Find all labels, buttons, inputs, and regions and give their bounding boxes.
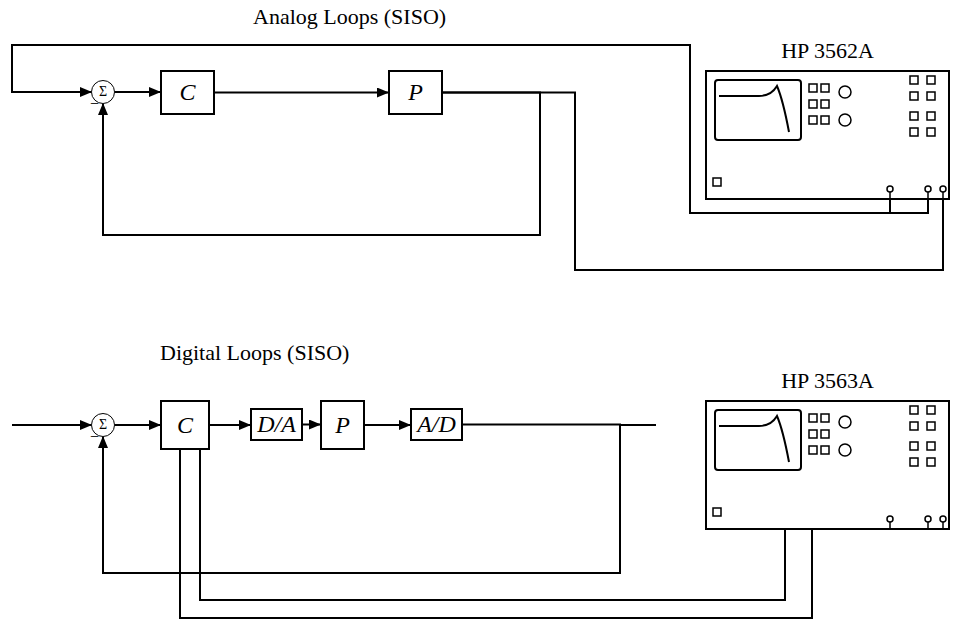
terminal-stub [889,522,891,530]
terminal-stub [889,192,891,200]
terminal-stub [942,192,944,200]
block-box: P [388,70,443,115]
block-label: C [179,79,195,106]
block-label: P [335,412,350,439]
screen-trace [719,86,789,132]
block-box: C [160,400,210,450]
analyzer-key [821,414,829,422]
analyzer-key [809,414,817,422]
analyzer-body [705,400,950,530]
block-label: D/A [257,411,296,438]
analyzer-key [910,76,918,84]
terminal-stub [927,522,929,530]
instrument-name: HP 3562A [705,38,950,64]
power-switch [713,178,721,186]
analyzer-screen [715,410,801,470]
analyzer-knob [839,86,851,98]
bnc-terminal [925,186,931,192]
signal-wire [215,92,388,94]
analyzer-case [706,401,949,529]
signal-wire [115,424,160,426]
analyzer-key [910,112,918,120]
analyzer-key [910,422,918,430]
analyzer-key [927,442,935,450]
analyzer-key [821,84,829,92]
analyzer-key [821,100,829,108]
analyzer-key [927,76,935,84]
bnc-terminal [940,186,946,192]
block-box: D/A [250,408,303,441]
analyzer-key [821,116,829,124]
signal-wire [303,424,320,426]
block-box: P [320,400,365,450]
probe-wire [890,200,928,213]
analyzer-key [809,116,817,124]
block-label: P [408,79,423,106]
analyzer-knob [839,444,851,456]
signal-wire [365,424,410,426]
analyzer-key [927,92,935,100]
analyzer-key [910,92,918,100]
analyzer-key [927,422,935,430]
analyzer-key [910,406,918,414]
analyzer-key [927,406,935,414]
minus-sign: − [90,96,99,112]
bnc-terminal [940,516,946,522]
section-title: Analog Loops (SISO) [253,4,446,30]
section-title: Digital Loops (SISO) [160,340,349,366]
analyzer-screen [715,80,801,140]
sum-symbol: Σ [99,418,107,432]
analyzer-key [927,128,935,136]
analyzer-knob [839,114,851,126]
terminal-stub [942,522,944,530]
analyzer-key [821,446,829,454]
sum-symbol: Σ [99,85,107,99]
analyzer-knob [839,416,851,428]
block-box: A/D [410,408,463,441]
signal-analyzer: HP 3562A [705,70,950,200]
input-wire [12,424,91,426]
bnc-terminal [925,516,931,522]
analyzer-body [705,70,950,200]
analyzer-key [809,100,817,108]
bnc-terminal [887,516,893,522]
block-label: C [177,412,193,439]
analyzer-key [910,442,918,450]
block-box: C [160,70,215,115]
minus-sign: − [90,429,99,445]
signal-analyzer: HP 3563A [705,400,950,530]
instrument-name: HP 3563A [705,368,950,394]
terminal-stub [927,192,929,200]
screen-trace [719,416,789,462]
analyzer-key [809,446,817,454]
analyzer-key [910,128,918,136]
analyzer-key [809,84,817,92]
analyzer-key [809,430,817,438]
analyzer-key [821,430,829,438]
output-wire [620,424,656,426]
analyzer-key [927,112,935,120]
analyzer-key [910,458,918,466]
signal-wire [210,424,250,426]
bnc-terminal [887,186,893,192]
analyzer-key [927,458,935,466]
analyzer-case [706,71,949,199]
signal-wire [115,91,160,93]
power-switch [713,508,721,516]
block-label: A/D [417,411,456,438]
signal-wire [200,450,785,600]
